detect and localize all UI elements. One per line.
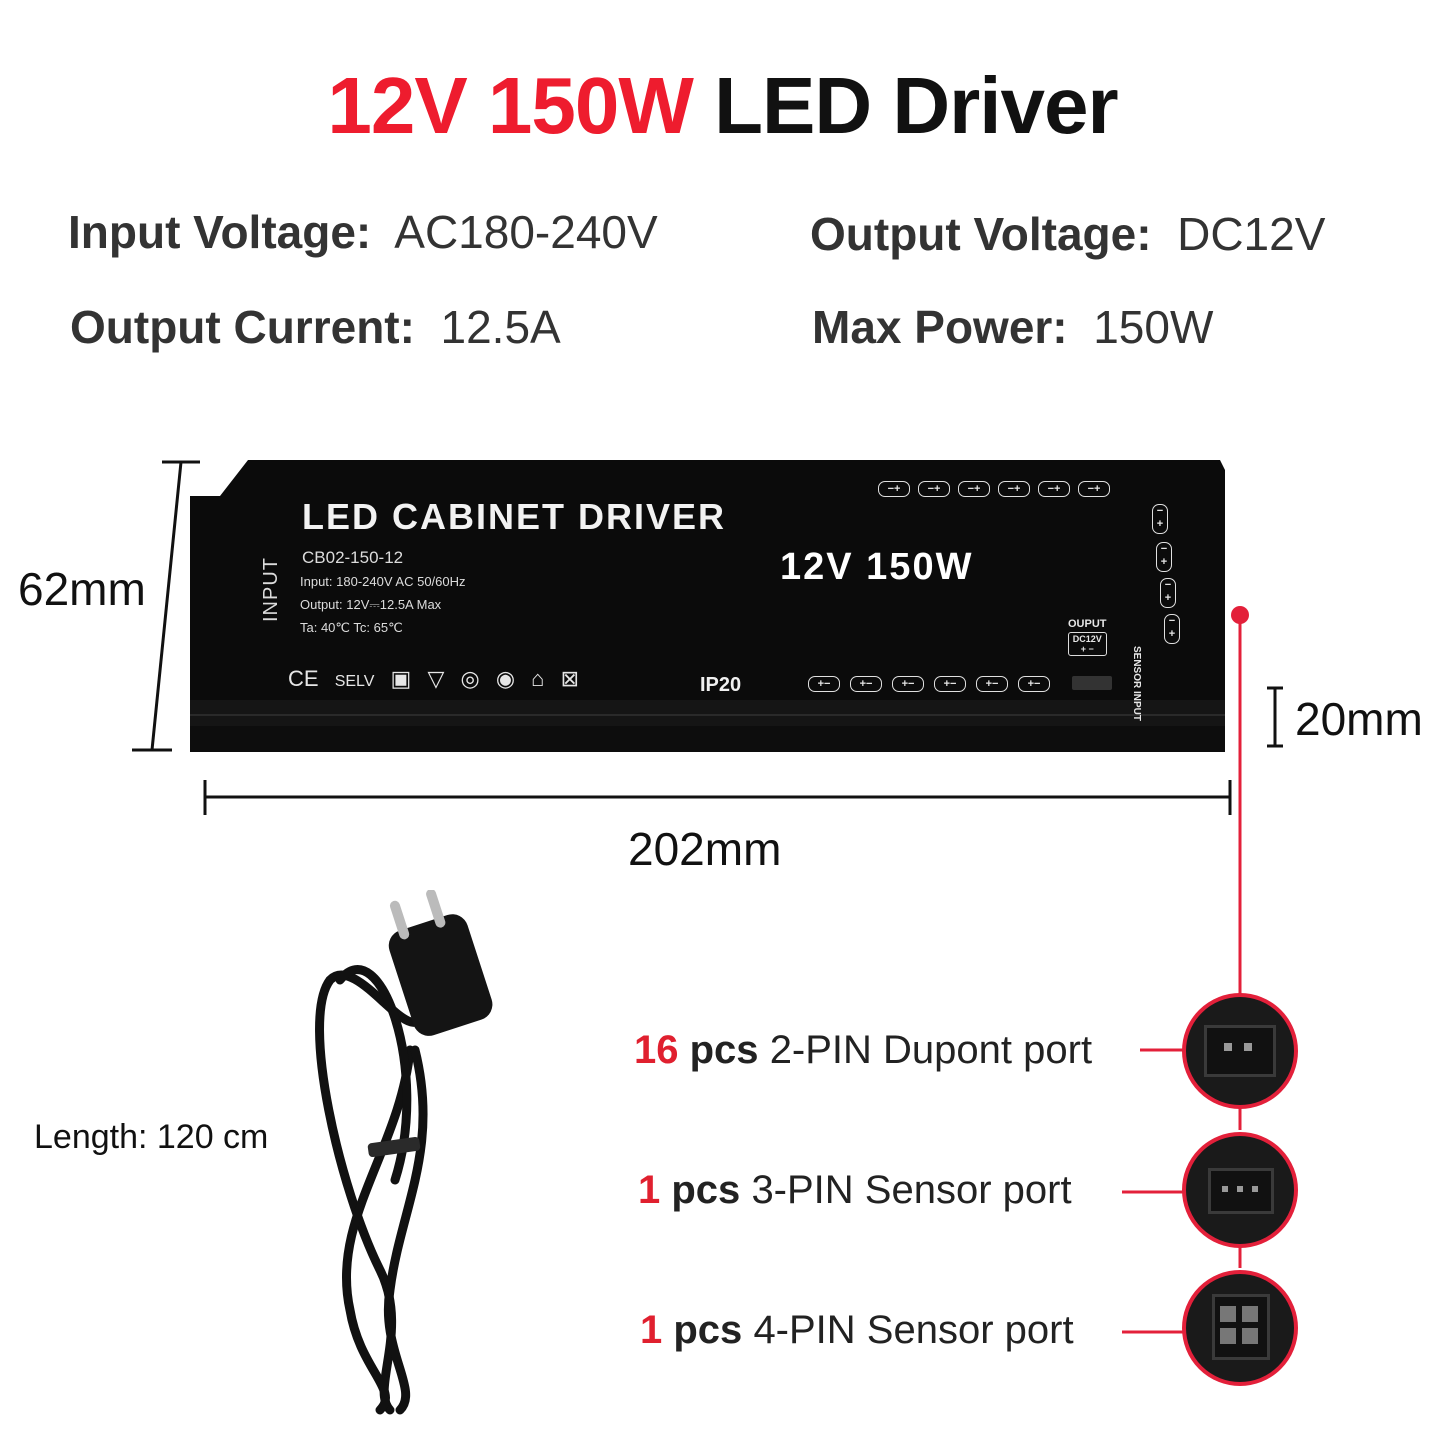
2pin-connector-photo	[1182, 993, 1298, 1109]
port-name: 3-PIN Sensor port	[751, 1168, 1072, 1212]
safety-icon: ◉	[495, 666, 516, 691]
led-driver: LED CABINET DRIVER CB02-150-12 Input: 18…	[190, 460, 1225, 752]
port-item-2pin: 16 pcs 2-PIN Dupont port	[634, 1028, 1092, 1073]
port-count: 1	[640, 1308, 663, 1352]
driver-input-side: INPUT	[260, 557, 282, 622]
output-port-label: OUPUT DC12V+ −	[1068, 618, 1107, 656]
power-cable	[315, 890, 493, 1415]
cert-marks: CE SELV ▣ ▽ ◎ ◉ ⌂ ⊠	[288, 666, 589, 692]
plug-icon: −+	[958, 481, 990, 497]
port-count: 1	[638, 1168, 661, 1212]
title-product: LED Driver	[714, 61, 1118, 150]
spec-label: Input Voltage:	[68, 206, 372, 258]
indoor-icon: ⌂	[531, 666, 545, 691]
plug-icon: +−	[808, 676, 840, 692]
2pin-connector-icon	[1204, 1025, 1276, 1077]
dc12v-text: DC12V	[1072, 634, 1102, 644]
ce-mark: CE	[288, 666, 319, 691]
page-title: 12V 150W LED Driver	[0, 60, 1445, 152]
depth-dimension: 20mm	[1295, 693, 1423, 745]
sensor-input-label: SENSOR INPUT	[1131, 646, 1142, 722]
pin-icon	[1242, 1306, 1258, 1322]
spec-value: 150W	[1093, 301, 1214, 353]
plug-icon: +−	[1018, 676, 1050, 692]
furniture-icon: ◎	[460, 666, 480, 691]
port-item-4pin: 1 pcs 4-PIN Sensor port	[640, 1308, 1074, 1353]
class-ii-icon: ▣	[390, 666, 412, 691]
port-count: 16	[634, 1028, 679, 1072]
driver-model: CB02-150-12	[302, 548, 404, 567]
plug-icon: −+	[1038, 481, 1070, 497]
plug-icon: +−	[850, 676, 882, 692]
dc12v-box: DC12V+ −	[1068, 632, 1107, 656]
driver-input-spec: Input: 180-240V AC 50/60Hz	[300, 574, 466, 589]
plug-icon: −+	[1078, 481, 1110, 497]
output-terminal	[1072, 676, 1112, 690]
spec-value: DC12V	[1177, 208, 1326, 260]
port-pcs: pcs	[689, 1028, 759, 1072]
length-dimension: 202mm	[628, 823, 782, 875]
driver-temp-spec: Ta: 40℃ Tc: 65℃	[300, 620, 403, 635]
4pin-connector-icon	[1212, 1294, 1270, 1360]
port-pcs: pcs	[673, 1308, 743, 1352]
port-name: 4-PIN Sensor port	[753, 1308, 1074, 1352]
3pin-connector-photo	[1182, 1132, 1298, 1248]
spec-label: Output Voltage:	[810, 208, 1152, 260]
4pin-connector-photo	[1182, 1270, 1298, 1386]
driver-ip-rating: IP20	[700, 674, 742, 696]
plug-icon: −+	[998, 481, 1030, 497]
plug-icon: −+	[1152, 504, 1168, 534]
weee-bin-icon: ⊠	[560, 666, 580, 691]
spec-output-current: Output Current: 12.5A	[70, 300, 561, 354]
plug-icon: +−	[934, 676, 966, 692]
pin-icon	[1252, 1186, 1258, 1192]
port-name: 2-PIN Dupont port	[769, 1028, 1093, 1072]
driver-output-spec: Output: 12V⎓12.5A Max	[300, 597, 442, 612]
driver-title: LED CABINET DRIVER	[302, 496, 727, 537]
spec-output-voltage: Output Voltage: DC12V	[810, 207, 1325, 261]
spec-value: 12.5A	[440, 301, 561, 353]
selv-mark: SELV	[334, 673, 375, 690]
pin-icon	[1220, 1328, 1236, 1344]
spec-max-power: Max Power: 150W	[812, 300, 1213, 354]
plug-icon: +−	[976, 676, 1008, 692]
pin-icon	[1222, 1186, 1228, 1192]
pin-icon	[1220, 1306, 1236, 1322]
title-rating: 12V 150W	[327, 61, 694, 150]
spec-value: AC180-240V	[394, 206, 658, 258]
port-item-3pin: 1 pcs 3-PIN Sensor port	[638, 1168, 1072, 1213]
height-dimension: 62mm	[18, 563, 146, 615]
pin-icon	[1244, 1043, 1252, 1051]
plug-icon: −+	[1160, 578, 1176, 608]
plug-icon: −+	[1156, 542, 1172, 572]
pin-icon	[1237, 1186, 1243, 1192]
spec-label: Max Power:	[812, 301, 1068, 353]
ouput-text: OUPUT	[1068, 618, 1107, 630]
spec-label: Output Current:	[70, 301, 415, 353]
plug-icon: −+	[878, 481, 910, 497]
plug-icon: −+	[918, 481, 950, 497]
pin-icon	[1242, 1328, 1258, 1344]
cable-length-label: Length: 120 cm	[34, 1118, 269, 1156]
f-mark-icon: ▽	[427, 666, 445, 691]
plug-icon: −+	[1164, 614, 1180, 644]
driver-rating: 12V 150W	[780, 546, 974, 588]
plug-icon: +−	[892, 676, 924, 692]
pin-icon	[1224, 1043, 1232, 1051]
port-pcs: pcs	[671, 1168, 741, 1212]
spec-input-voltage: Input Voltage: AC180-240V	[68, 205, 658, 259]
driver-body	[190, 460, 1225, 752]
